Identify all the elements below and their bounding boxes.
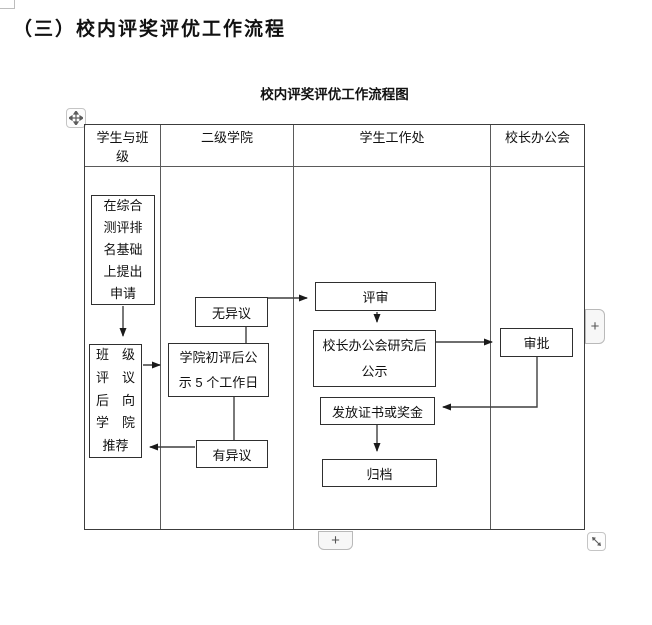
node-class-recommend[interactable]: 班 级 评 议 后 向 学 院 推荐 <box>89 344 142 458</box>
node-approval[interactable]: 审批 <box>500 328 573 357</box>
node-office-publicity[interactable]: 校长办公会研究后 公示 <box>313 330 436 387</box>
table-move-handle[interactable] <box>66 108 86 128</box>
column-divider-1 <box>160 125 161 529</box>
node-objection-label: 有异议 <box>212 447 252 463</box>
node-archive-label: 归档 <box>366 466 393 482</box>
node-college-review[interactable]: 学院初评后公 示 5 个工作日 <box>168 343 269 397</box>
node-apply[interactable]: 在综合 测评排 名基础 上提出 申请 <box>91 195 155 305</box>
lane-header-students: 学生与班 级 <box>96 130 149 164</box>
node-no-objection[interactable]: 无异议 <box>195 297 268 327</box>
insert-row-button[interactable]: + <box>318 531 353 550</box>
insert-column-button[interactable]: + <box>585 309 605 344</box>
column-divider-2 <box>293 125 294 529</box>
node-apply-label: 在综合 测评排 名基础 上提出 申请 <box>103 198 143 301</box>
node-award[interactable]: 发放证书或奖金 <box>320 397 435 425</box>
flowchart-title: 校内评奖评优工作流程图 <box>260 87 409 102</box>
flowchart-table: 学生与班 级 二级学院 学生工作处 校长办公会 <box>84 124 585 530</box>
node-evaluation[interactable]: 评审 <box>315 282 436 311</box>
resize-icon <box>592 537 601 546</box>
node-approval-label: 审批 <box>523 336 550 351</box>
node-class-recommend-label: 班 级 评 议 后 向 学 院 推荐 <box>95 347 135 454</box>
lane-header-student-affairs: 学生工作处 <box>359 130 425 145</box>
move-icon <box>69 111 83 125</box>
plus-icon: + <box>590 318 600 335</box>
lane-header-president-office: 校长办公会 <box>504 130 570 145</box>
node-college-review-label: 学院初评后公 示 5 个工作日 <box>178 350 259 390</box>
lane-header-college: 二级学院 <box>200 130 253 145</box>
node-office-publicity-label: 校长办公会研究后 公示 <box>322 337 427 379</box>
document-heading: （三）校内评奖评优工作流程 <box>13 18 287 40</box>
page-corner-fragment <box>0 0 15 9</box>
node-award-label: 发放证书或奖金 <box>331 404 423 420</box>
node-evaluation-label: 评审 <box>362 290 389 305</box>
node-no-objection-label: 无异议 <box>211 305 251 321</box>
header-divider <box>85 166 584 167</box>
plus-icon: + <box>331 532 340 549</box>
column-divider-3 <box>490 125 491 529</box>
table-resize-handle[interactable] <box>587 532 606 551</box>
node-objection[interactable]: 有异议 <box>196 440 268 468</box>
node-archive[interactable]: 归档 <box>322 459 437 487</box>
